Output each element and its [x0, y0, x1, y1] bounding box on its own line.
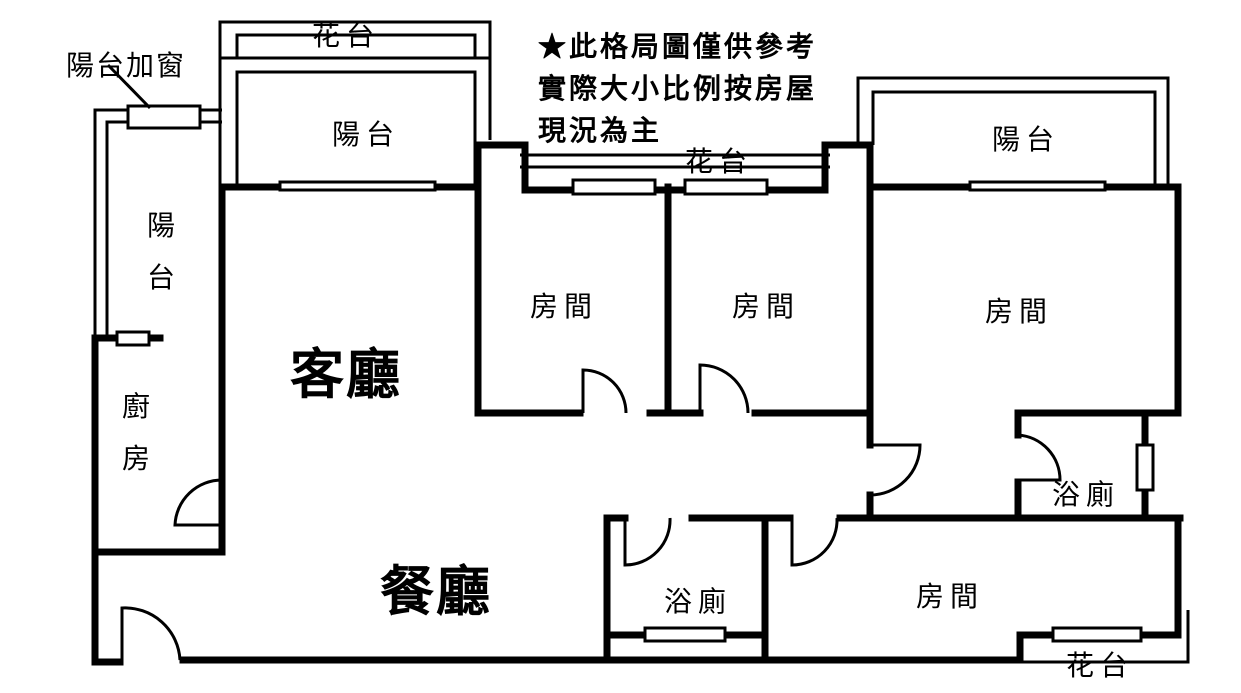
bedroom-4-label: 房間	[916, 580, 985, 613]
balcony-window-label: 陽台加窗	[66, 49, 187, 82]
bathroom-1-label: 浴廁	[664, 585, 733, 618]
bedroom-2-label: 房間	[732, 290, 801, 323]
windows	[106, 63, 1155, 643]
planter-bottom-label: 花台	[1066, 649, 1135, 682]
kitchen-label-1: 廚	[122, 390, 157, 423]
balcony-left-label-2: 台	[147, 261, 182, 294]
doors	[120, 363, 1062, 661]
disclaimer-note: ★此格局圖僅供參考 實際大小比例按房屋 現況為主	[538, 26, 817, 152]
kitchen-label-2: 房	[122, 442, 157, 475]
balcony-top-right-label: 陽台	[992, 123, 1061, 156]
planter-top-label: 花台	[312, 19, 381, 52]
note-line-3: 現況為主	[538, 114, 663, 147]
note-line-2: 實際大小比例按房屋	[538, 72, 818, 105]
note-line-1: ★此格局圖僅供參考	[538, 30, 818, 63]
planter-middle-label: 花台	[685, 145, 754, 178]
living-room-label: 客廳	[290, 342, 402, 406]
bedroom-3-label: 房間	[985, 295, 1054, 328]
dining-room-label: 餐廳	[380, 559, 492, 623]
balcony-top-left-label: 陽台	[332, 118, 401, 151]
bedroom-1-label: 房間	[530, 290, 599, 323]
bathroom-2-label: 浴廁	[1052, 478, 1121, 511]
walls	[91, 141, 1184, 666]
balcony-left-label-1: 陽	[147, 209, 182, 242]
